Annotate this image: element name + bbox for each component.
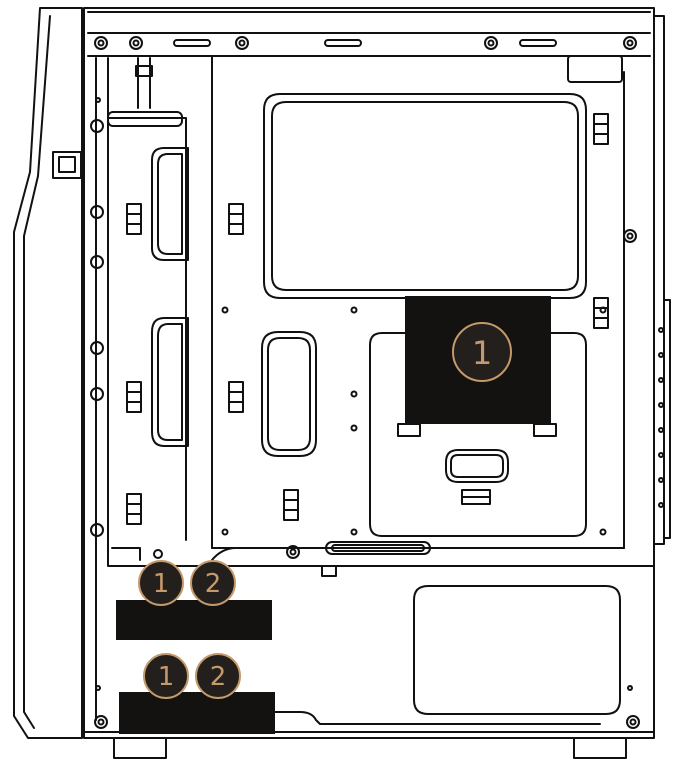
top-screws	[94, 36, 637, 50]
cable-cutout	[261, 331, 317, 457]
rear-edge-rails	[653, 15, 671, 545]
svg-text:1: 1	[153, 569, 170, 599]
standoff-holes	[221, 229, 637, 536]
cpu-cutout	[263, 93, 587, 299]
cable-routing-column	[107, 57, 189, 541]
drive-bay-plate	[369, 332, 587, 537]
psu-shroud	[107, 541, 655, 577]
svg-text:1: 1	[158, 662, 175, 692]
badge-lower-2: 2	[195, 653, 241, 699]
front-mount-holes	[90, 97, 104, 691]
front-panel	[13, 7, 83, 739]
callout-block-lower	[119, 692, 275, 734]
svg-text:2: 2	[205, 569, 222, 599]
badge-upper-1: 1	[138, 560, 184, 606]
callout-block-upper	[116, 600, 272, 640]
badge-lower-1: 1	[143, 653, 189, 699]
badge-main: 1	[452, 322, 512, 382]
psu-bay	[274, 585, 633, 725]
svg-text:1: 1	[472, 334, 492, 372]
power-button-icon	[52, 151, 82, 179]
case-feet	[113, 737, 627, 759]
svg-text:2: 2	[210, 662, 227, 692]
tie-down-slots	[126, 113, 609, 525]
chassis-outline	[83, 7, 655, 739]
badge-upper-2: 2	[190, 560, 236, 606]
